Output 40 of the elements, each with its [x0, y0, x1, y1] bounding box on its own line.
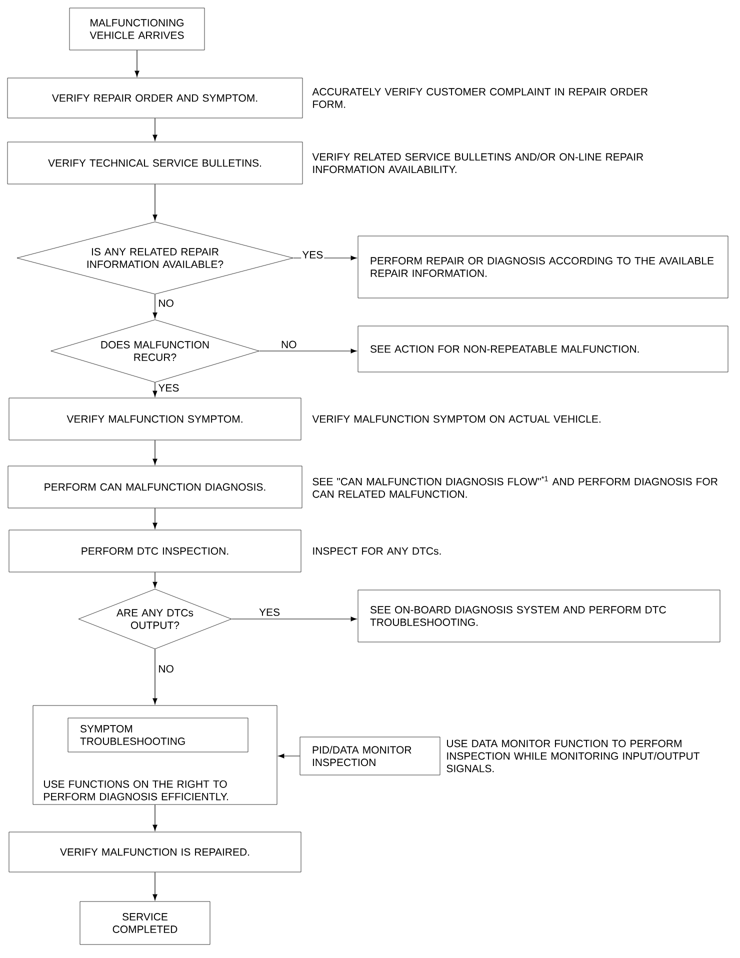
edge-label: YES — [157, 383, 180, 393]
process-box: PERFORM REPAIR OR DIAGNOSIS ACCORDING TO THE AVAILABLE REPAIR INFORMATION. — [358, 236, 728, 298]
arrow — [278, 754, 300, 758]
process-box: PID/DATA MONITOR INSPECTION — [300, 736, 440, 776]
process-box: VERIFY REPAIR ORDER AND SYMPTOM. — [7, 78, 303, 118]
note-text: SEE "CAN MALFUNCTION DIAGNOSIS FLOW"$^{*1}$ AND PERFORM DIAGNOSIS FOR CAN RELATED MALFUNCTION. — [312, 476, 718, 498]
arrow — [134, 50, 140, 77]
arrow — [152, 804, 158, 831]
process-box: VERIFY TECHNICAL SERVICE BULLETINS. — [7, 142, 303, 184]
arrow — [152, 382, 158, 397]
edge-label: YES — [258, 607, 282, 617]
process-box: PERFORM DTC INSPECTION. — [8, 530, 302, 572]
process-box: PERFORM CAN MALFUNCTION DIAGNOSIS. — [8, 466, 302, 508]
arrow — [152, 872, 158, 900]
arrow — [152, 118, 158, 141]
process-box: SERVICE COMPLETED — [80, 901, 210, 945]
edge-label: NO — [157, 298, 175, 308]
process-box: SEE ACTION FOR NON-REPEATABLE MALFUNCTION. — [358, 326, 728, 372]
note-text: INSPECT FOR ANY DTCs. — [313, 547, 441, 555]
note-text: ACCURATELY VERIFY CUSTOMER COMPLAINT IN REPAIR ORDER FORM. — [312, 88, 648, 108]
process-box: SYMPTOM TROUBLESHOOTING — [68, 718, 248, 752]
process-box: MALFUNCTIONING VEHICLE ARRIVES — [69, 8, 205, 50]
arrow — [231, 616, 357, 622]
arrow — [292, 256, 357, 260]
arrow — [152, 572, 158, 588]
arrow — [152, 294, 158, 318]
note-text: VERIFY MALFUNCTION SYMPTOM ON ACTUAL VEHICLE. — [312, 415, 600, 423]
note-text: VERIFY RELATED SERVICE BULLETINS AND/OR ON-LINE REPAIR INFORMATION AVAILABILITY. — [312, 152, 644, 174]
process-box: VERIFY MALFUNCTION IS REPAIRED. — [8, 832, 302, 872]
arrow — [152, 440, 158, 465]
arrow — [152, 648, 158, 704]
edge-label: NO — [157, 664, 175, 674]
note-text: USE DATA MONITOR FUNCTION TO PERFORM INSPECTION WHILE MONITORING INPUT/OUTPUT SIGNALS. — [446, 740, 700, 772]
arrow — [152, 508, 158, 529]
edge-label: NO — [280, 340, 298, 350]
arrow — [152, 184, 158, 221]
process-box: VERIFY MALFUNCTION SYMPTOM. — [8, 398, 302, 440]
process-box: SEE ON-BOARD DIAGNOSIS SYSTEM AND PERFORM DTC TROUBLESHOOTING. — [358, 590, 720, 642]
edge-label: YES — [301, 250, 324, 260]
arrow — [259, 348, 357, 354]
